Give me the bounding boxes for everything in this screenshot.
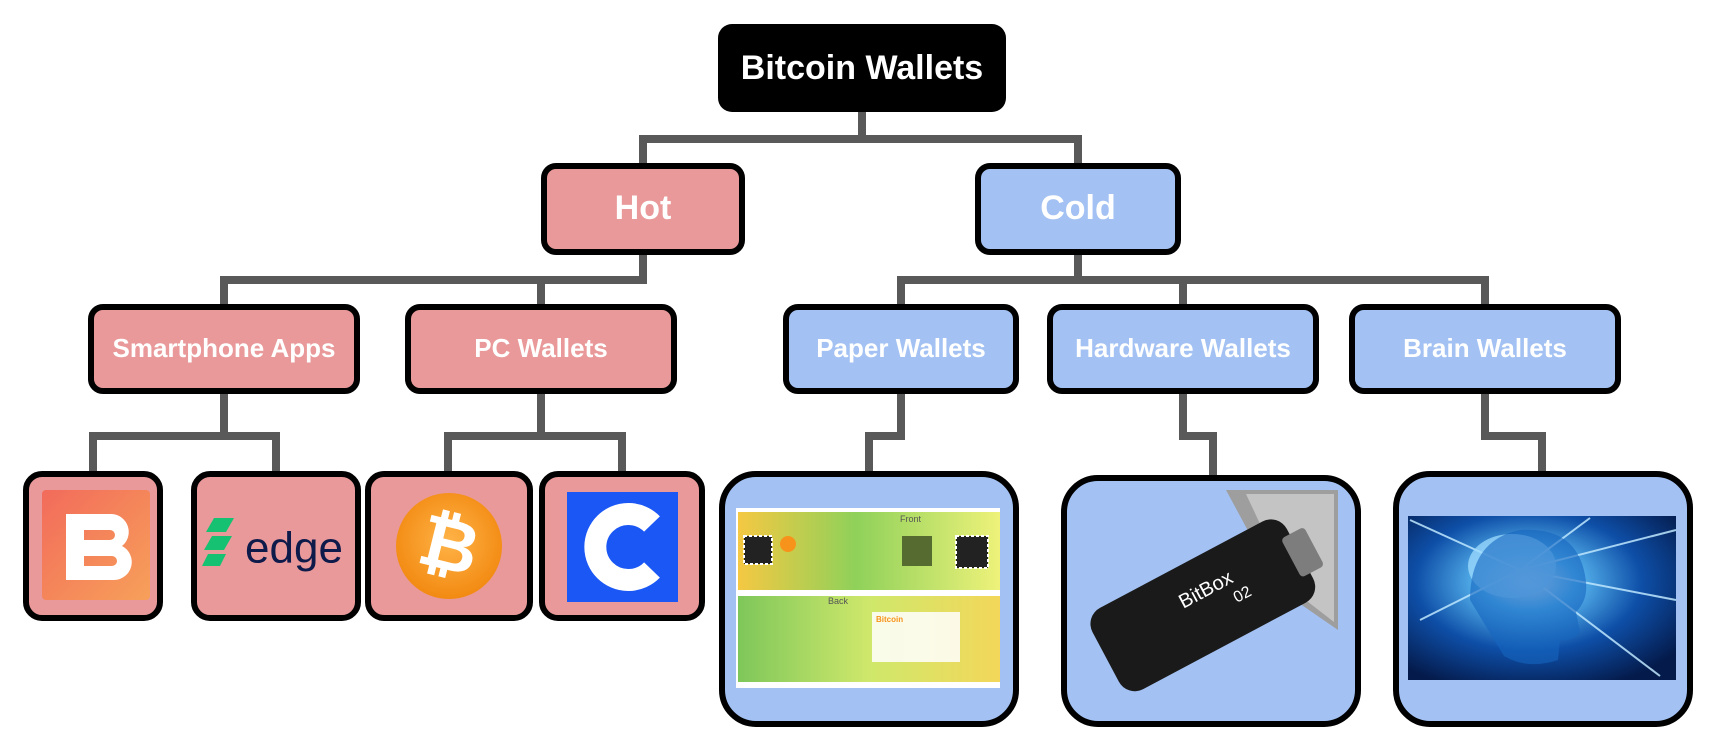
hot-node-box [541, 163, 745, 255]
hardware-wallets-box [1047, 304, 1319, 394]
bitbox-body [1090, 519, 1316, 692]
paper-wallets-node: Paper Wallets [783, 304, 1019, 394]
paper-wallet-front-label: Front [900, 514, 922, 524]
bitbox-model: 02 [1231, 583, 1255, 606]
hardware-wallet-image: BitBox 02 [1061, 475, 1361, 727]
pc-wallets-label: PC Wallets [474, 333, 607, 363]
connector-lines [89, 111, 1546, 478]
connector-smartphone-logos [89, 391, 228, 474]
coinomi-c-icon [584, 503, 660, 591]
connector-pc-logos [444, 391, 545, 474]
bitcoin-core-logo: ₿ [365, 471, 533, 621]
root-node-label: Bitcoin Wallets [741, 49, 983, 87]
brain-wallets-node: Brain Wallets [1349, 304, 1621, 394]
connector-cold-paper [897, 252, 1082, 307]
connector-paper-image [865, 391, 905, 474]
connector-pc-coinomi [541, 432, 626, 474]
cold-node-box [975, 163, 1181, 255]
connector-hot-smartphone [220, 252, 647, 307]
pc-wallets-node: PC Wallets [405, 304, 677, 394]
edge-logo: edge [191, 471, 361, 621]
paper-wallets-label: Paper Wallets [816, 333, 986, 363]
connector-cold-hardware [1078, 276, 1489, 307]
hot-node-label: Hot [615, 189, 672, 227]
brain-wallets-label: Brain Wallets [1403, 333, 1567, 363]
edge-mark-icon [202, 518, 234, 566]
cold-node-label: Cold [1040, 189, 1116, 227]
paper-wallet-back-panel [872, 612, 960, 662]
bitbox-device: BitBox 02 [1090, 519, 1323, 692]
head-silhouette [1470, 529, 1587, 665]
connector-hardware-image [1179, 391, 1217, 478]
paper-wallet-qr-right [955, 535, 989, 569]
coinomi-logo [539, 471, 705, 621]
paper-wallet-qr-left [743, 535, 773, 565]
cold-node: Cold [975, 163, 1181, 255]
connector-root-cold [862, 135, 1082, 166]
smartphone-apps-label: Smartphone Apps [113, 333, 336, 363]
hot-node: Hot [541, 163, 745, 255]
paper-wallet-back-label: Back [828, 596, 849, 606]
root-node-box [718, 24, 1006, 112]
bitbox-connector [1282, 528, 1323, 577]
smartphone-apps-node: Smartphone Apps [88, 304, 360, 394]
paper-wallets-box [783, 304, 1019, 394]
hardware-wallets-node: Hardware Wallets [1047, 304, 1319, 394]
connector-root-hot [639, 111, 866, 166]
paper-wallet-back [738, 596, 1000, 682]
paper-wallet-bitcoin-icon [780, 536, 796, 552]
brd-b-icon [66, 514, 132, 580]
paper-wallet-qr-mid [902, 536, 932, 566]
bitcoin-coin-icon [396, 493, 502, 599]
pc-wallets-box [405, 304, 677, 394]
paper-wallet-image: Front Back Bitcoin [719, 471, 1019, 727]
connector-smartphone-edge [224, 432, 280, 474]
brain-wallet-image [1393, 471, 1693, 727]
root-node: Bitcoin Wallets [718, 24, 1006, 112]
edge-wordmark: edge [245, 524, 343, 573]
edge-logo-box [191, 471, 361, 621]
brain-wallets-box [1349, 304, 1621, 394]
paper-wallet-brand: Bitcoin [876, 615, 903, 624]
brd-logo [23, 471, 163, 621]
hardware-wallets-label: Hardware Wallets [1075, 333, 1291, 363]
smartphone-apps-box [88, 304, 360, 394]
connector-brain-image [1481, 391, 1546, 474]
